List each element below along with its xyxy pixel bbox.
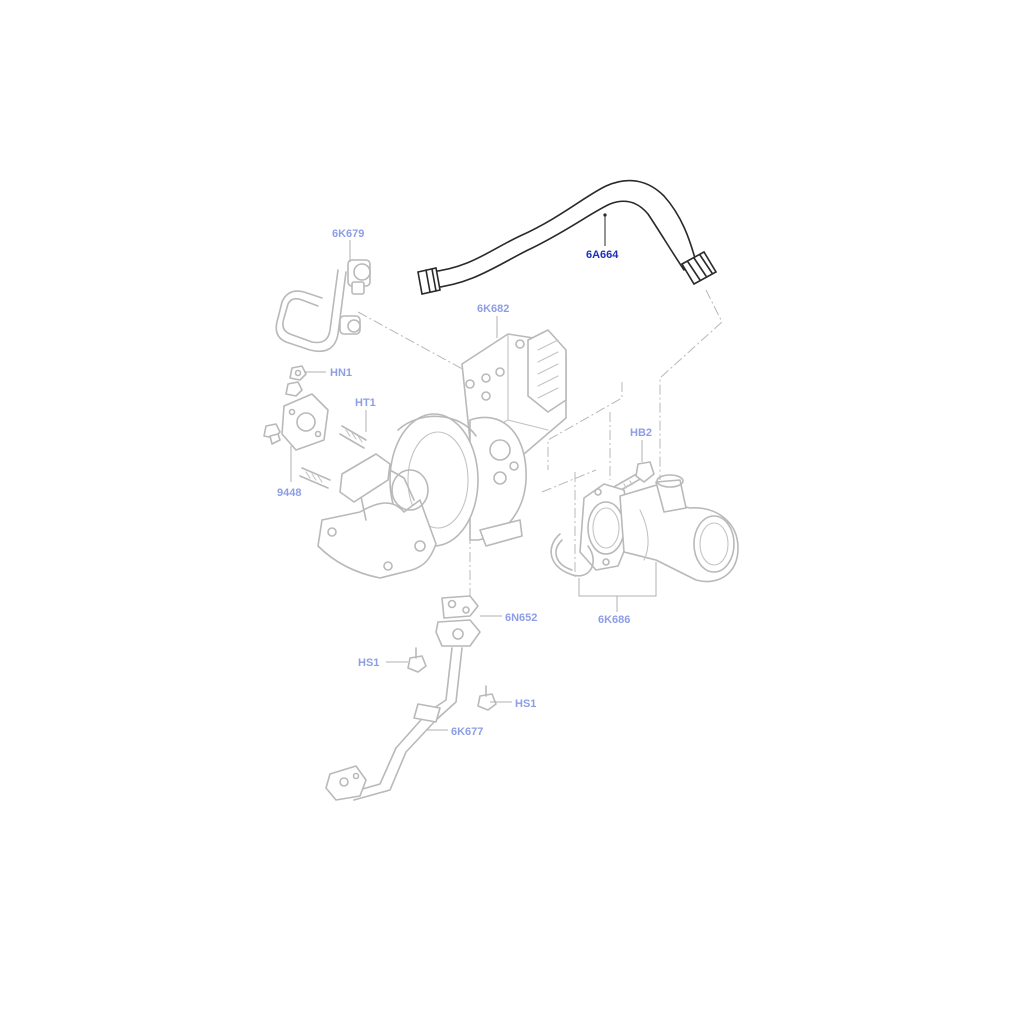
part-hs1-bolt-left[interactable] bbox=[407, 647, 427, 673]
part-9448-gasket[interactable] bbox=[263, 393, 329, 451]
callout-hs1-left[interactable]: HS1 bbox=[358, 657, 379, 669]
part-6n652-gasket[interactable] bbox=[441, 595, 479, 619]
assembly-leader-lines bbox=[357, 289, 723, 600]
callout-6k677[interactable]: 6K677 bbox=[451, 726, 483, 738]
part-6k686-outlet-elbow[interactable] bbox=[550, 474, 739, 583]
part-6k679-oil-feed-pipe[interactable] bbox=[275, 259, 371, 353]
callout-6k679[interactable]: 6K679 bbox=[332, 228, 364, 240]
callout-leaders bbox=[290, 213, 657, 731]
callout-hn1[interactable]: HN1 bbox=[330, 367, 352, 379]
part-6k677-oil-return-pipe[interactable] bbox=[325, 619, 481, 801]
part-ht1-studs[interactable] bbox=[299, 425, 367, 489]
callout-6k686[interactable]: 6K686 bbox=[598, 614, 630, 626]
part-6k682-turbocharger[interactable] bbox=[317, 329, 567, 579]
callout-6k682[interactable]: 6K682 bbox=[477, 303, 509, 315]
callout-labels: 6K679 6A664 6K682 HN1 HT1 HB2 9448 6K686… bbox=[277, 228, 652, 738]
part-6a664-hose[interactable] bbox=[417, 179, 718, 295]
part-hn1-nuts[interactable] bbox=[285, 365, 307, 397]
callout-hs1-right[interactable]: HS1 bbox=[515, 698, 536, 710]
callout-ht1[interactable]: HT1 bbox=[355, 397, 376, 409]
callout-hb2[interactable]: HB2 bbox=[630, 427, 652, 439]
callout-9448[interactable]: 9448 bbox=[277, 487, 301, 499]
callout-6n652[interactable]: 6N652 bbox=[505, 612, 537, 624]
callout-6a664[interactable]: 6A664 bbox=[586, 249, 619, 261]
part-hs1-bolt-right[interactable] bbox=[477, 685, 497, 711]
